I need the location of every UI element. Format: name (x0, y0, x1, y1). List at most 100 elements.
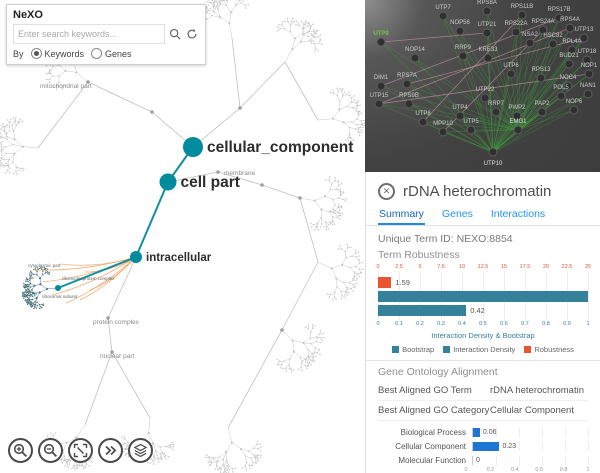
network-node[interactable] (482, 6, 492, 16)
network-node-label[interactable]: EMG1 (509, 119, 527, 125)
network-node-label[interactable]: UTP4 (452, 105, 468, 111)
network-node-label[interactable]: RPS7A (397, 73, 417, 79)
fit-to-screen-button[interactable] (68, 438, 93, 463)
network-node-label[interactable]: KRE33 (478, 47, 498, 53)
search-button[interactable] (168, 27, 182, 41)
expand-button[interactable] (98, 438, 123, 463)
zoom-in-button[interactable] (8, 438, 33, 463)
network-node[interactable] (506, 69, 516, 79)
network-node-label[interactable]: NOP1 (581, 63, 598, 69)
network-node[interactable] (374, 99, 384, 109)
network-node[interactable] (466, 125, 476, 135)
network-node-label[interactable]: UTP15 (370, 93, 389, 99)
network-node[interactable] (483, 53, 493, 63)
network-node[interactable] (458, 51, 468, 61)
tree-branch-label[interactable]: mitochondrial part (40, 83, 92, 90)
network-node[interactable] (376, 81, 386, 91)
network-node[interactable] (402, 79, 412, 89)
network-node[interactable] (563, 81, 573, 91)
network-node-label[interactable]: UTP21 (478, 22, 497, 28)
network-node-label[interactable]: BUD21 (559, 53, 579, 59)
network-node-label[interactable]: NAN1 (580, 83, 597, 89)
network-node[interactable] (567, 45, 577, 55)
network-node-label[interactable]: RRP7 (488, 101, 505, 107)
network-node[interactable] (404, 99, 414, 109)
network-node[interactable] (584, 69, 594, 79)
tree-branch-label[interactable]: nuclear part (100, 353, 135, 360)
zoom-out-button[interactable] (38, 438, 63, 463)
network-node-label[interactable]: DIM1 (374, 75, 389, 81)
network-node[interactable] (537, 107, 547, 117)
search-by-genes[interactable]: Genes (91, 48, 132, 59)
network-node[interactable] (482, 28, 492, 38)
network-node[interactable] (564, 59, 574, 69)
network-node-label[interactable]: UTP22 (476, 87, 495, 93)
search-by-keywords[interactable]: Keywords (30, 48, 84, 59)
reset-search-button[interactable] (185, 27, 199, 41)
network-node[interactable] (455, 111, 465, 121)
network-node-label[interactable]: POL5 (553, 85, 569, 91)
network-node-label[interactable]: NSA2 (522, 32, 538, 38)
search-input[interactable] (13, 24, 165, 44)
tree-term-label[interactable]: intracellular (146, 252, 212, 264)
layers-button[interactable] (128, 438, 153, 463)
network-node[interactable] (455, 26, 465, 36)
network-node[interactable] (513, 125, 523, 135)
network-node[interactable] (410, 53, 420, 63)
network-node[interactable] (548, 39, 558, 49)
tree-term-label[interactable]: cell part (181, 174, 240, 191)
network-node-label[interactable]: UTP7 (435, 5, 451, 11)
network-node[interactable] (538, 25, 548, 35)
network-node[interactable] (525, 38, 535, 48)
network-node[interactable] (569, 105, 579, 115)
network-node-label[interactable]: NOP56 (450, 20, 470, 26)
tree-branch-label[interactable]: membrane (224, 170, 255, 177)
network-node-label[interactable]: UTP6 (503, 63, 519, 69)
network-node[interactable] (376, 37, 386, 47)
network-node[interactable] (556, 91, 566, 101)
tab-interactions[interactable]: Interactions (490, 208, 546, 220)
network-node-label[interactable]: RPS8A (477, 0, 497, 6)
network-node[interactable] (438, 11, 448, 21)
network-node-label[interactable]: RPS4A (560, 17, 580, 23)
tree-cluster-label[interactable]: ribosomal subunit (42, 294, 78, 299)
network-node-label[interactable]: UTP5 (463, 119, 479, 125)
tree-branch-label[interactable]: protein complex (93, 319, 140, 326)
network-node[interactable] (579, 33, 589, 43)
network-node[interactable] (488, 147, 498, 157)
tree-term-node[interactable] (130, 251, 142, 263)
network-node-label[interactable]: RPL4A (562, 39, 581, 45)
tree-term-node[interactable] (159, 173, 177, 191)
network-node-label[interactable]: NOP6 (566, 99, 583, 105)
network-node-label[interactable]: UTP8 (415, 111, 431, 117)
close-panel-button[interactable]: ✕ (378, 182, 395, 200)
network-node-label[interactable]: RPS11B (511, 4, 534, 10)
tree-term-label[interactable]: cellular_component (207, 139, 353, 156)
network-node[interactable] (512, 111, 522, 121)
network-node-label[interactable]: RPS9B (399, 93, 419, 99)
network-node[interactable] (491, 107, 501, 117)
network-node-label[interactable]: HSC82 (543, 33, 563, 39)
network-node[interactable] (565, 23, 575, 33)
network-node-label[interactable]: UTP9 (373, 31, 389, 37)
tree-cluster-label[interactable]: cytoplasmic part (28, 263, 61, 268)
network-node-label[interactable]: NOC4 (560, 75, 577, 81)
network-node[interactable] (583, 89, 593, 99)
tab-genes[interactable]: Genes (441, 208, 473, 220)
tab-summary[interactable]: Summary (378, 205, 425, 225)
network-node[interactable] (418, 117, 428, 127)
network-node-label[interactable]: RRP9 (455, 45, 472, 51)
network-node-label[interactable]: PAP2 (535, 101, 551, 107)
network-node-label[interactable]: RPS13 (531, 67, 551, 73)
network-node-label[interactable]: UTP18 (578, 49, 597, 55)
network-node-label[interactable]: PWP2 (508, 105, 526, 111)
network-node[interactable] (554, 13, 564, 23)
network-node-label[interactable]: RPS22A (504, 21, 527, 27)
network-node[interactable] (438, 127, 448, 137)
network-node[interactable] (517, 10, 527, 20)
tree-term-node[interactable] (183, 137, 203, 157)
network-node-label[interactable]: MPP10 (433, 121, 453, 127)
network-node[interactable] (511, 27, 521, 37)
